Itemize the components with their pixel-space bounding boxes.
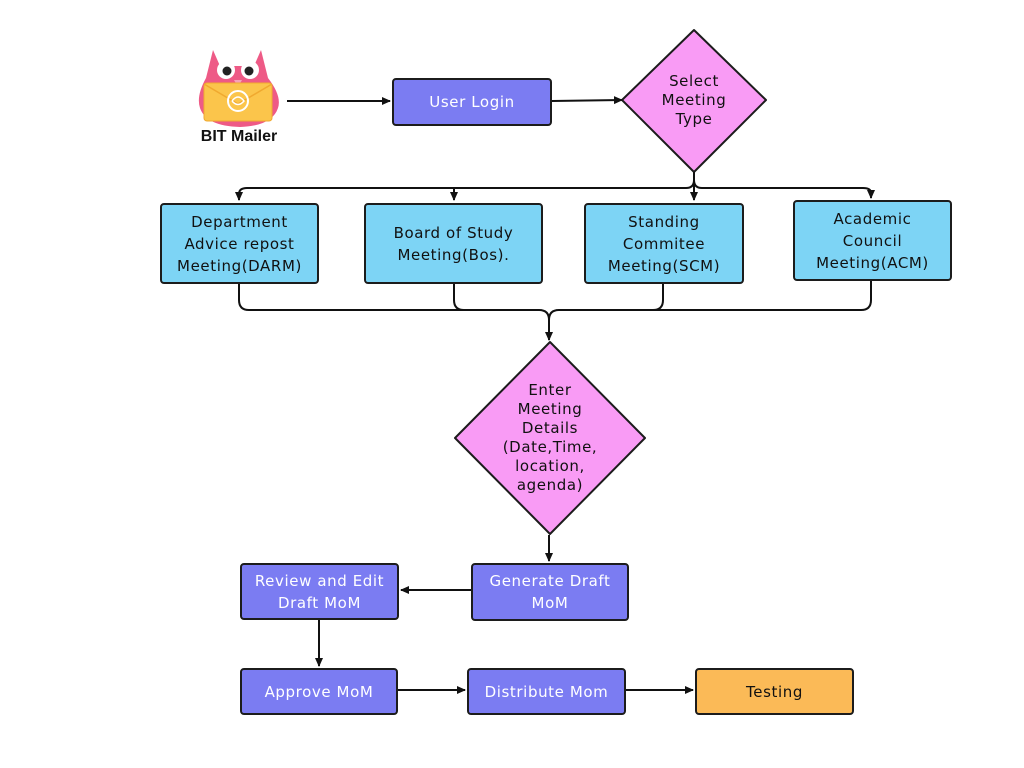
arrow-select-to-acm [693,179,875,199]
generate-draft-node: Generate Draft MoM [471,563,629,621]
darm-node: Department Advice repost Meeting(DARM) [160,203,319,284]
review-edit-node: Review and Edit Draft MoM [240,563,399,620]
scm-node: Standing Commitee Meeting(SCM) [584,203,744,284]
bit-mailer-logo [198,50,279,127]
line-bos-merge [453,283,465,311]
line-darm-merge [238,283,550,321]
bos-node: Board of Study Meeting(Bos). [364,203,543,284]
approve-node: Approve MoM [240,668,398,715]
enter-details-label: Enter Meeting Details (Date,Time, locati… [502,381,598,494]
enter-details-diamond [454,341,646,535]
acm-node: Academic Council Meeting(ACM) [793,200,952,281]
line-scm-merge [652,283,664,311]
distribute-node: Distribute Mom [467,668,626,715]
testing-node: Testing [695,668,854,715]
user-login-node: User Login [392,78,552,126]
arrow-select-to-darm [235,172,695,201]
select-meeting-type-label: Select Meeting Type [661,71,727,128]
line-acm-merge [548,280,872,321]
logo-name: BIT Mailer [200,128,278,145]
arrow-login-to-select [551,96,623,105]
